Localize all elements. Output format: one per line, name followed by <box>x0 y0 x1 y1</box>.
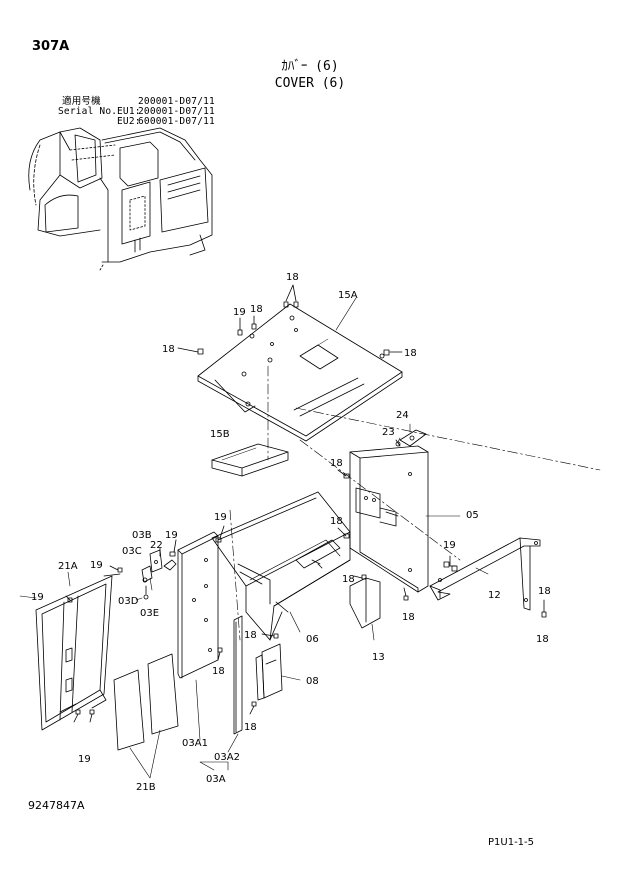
callout-05: 05 <box>466 510 479 521</box>
callout-19: 19 <box>31 592 44 603</box>
callout-03A2: 03A2 <box>214 752 240 763</box>
callout-19: 19 <box>443 540 456 551</box>
serial-label-japanese: 適用号機 <box>62 96 101 107</box>
callout-24: 24 <box>396 410 409 421</box>
part-08-bracket <box>255 643 283 701</box>
part-12-rail <box>429 537 541 611</box>
part-13-panel <box>349 577 381 629</box>
part-15A-top-cover-plate <box>197 303 403 442</box>
callout-19: 19 <box>90 560 103 571</box>
callout-15B: 15B <box>210 429 230 440</box>
callout-03B: 03B <box>132 530 152 541</box>
serial-range-eu2: 600001-D07/11 <box>138 116 215 127</box>
serial-range: 200001-D07/11 <box>138 96 215 107</box>
fasteners <box>65 469 547 723</box>
part-21A-door-frame <box>35 573 121 731</box>
callout-labels: 18 15A 19 18 18 18 15B 24 23 18 05 18 19… <box>31 272 551 793</box>
callout-18: 18 <box>244 630 257 641</box>
callout-15A: 15A <box>338 290 358 301</box>
callout-12: 12 <box>488 590 501 601</box>
serial-prefix-eu1: EU1: <box>117 106 141 117</box>
leader-lines <box>19 297 489 779</box>
callout-18: 18 <box>342 574 355 585</box>
page-number: 307A <box>32 39 70 54</box>
title-english: COVER (6) <box>274 76 346 91</box>
part-03A2-strip <box>233 615 243 735</box>
serial-prefix-eu2: EU2: <box>117 116 141 127</box>
callout-03D: 03D <box>118 596 139 607</box>
part-15B-panel <box>211 443 289 477</box>
bolts-15A <box>177 284 403 356</box>
callout-18: 18 <box>402 612 415 623</box>
callout-03C: 03C <box>122 546 142 557</box>
callout-18: 18 <box>330 516 343 527</box>
callout-03A1: 03A1 <box>182 738 208 749</box>
drawing-number: 9247847A <box>28 799 85 812</box>
title-japanese: ｶﾊﾞｰ (6) <box>281 59 339 74</box>
callout-18: 18 <box>286 272 299 283</box>
callout-13: 13 <box>372 652 385 663</box>
callout-19: 19 <box>233 307 246 318</box>
serial-range-eu1: 200001-D07/11 <box>138 106 215 117</box>
part-21B-pads <box>113 653 179 751</box>
callout-18: 18 <box>404 348 417 359</box>
part-05-side-panel <box>349 445 429 593</box>
part-03A1-vertical-panel <box>177 531 219 679</box>
callout-21B: 21B <box>136 782 156 793</box>
callout-18: 18 <box>250 304 263 315</box>
part-24-bracket <box>395 429 427 447</box>
callout-19: 19 <box>165 530 178 541</box>
callout-19: 19 <box>214 512 227 523</box>
callout-08: 08 <box>306 676 319 687</box>
callout-18: 18 <box>244 722 257 733</box>
part-03B-03C-brackets <box>141 549 177 600</box>
callout-03E: 03E <box>140 608 159 619</box>
serial-label-english: Serial No. <box>58 106 118 117</box>
callout-18: 18 <box>536 634 549 645</box>
callout-19: 19 <box>78 754 91 765</box>
callout-22: 22 <box>150 540 163 551</box>
page-reference: P1U1-1-5 <box>488 837 535 848</box>
part-06-main-box <box>211 491 351 641</box>
callout-18: 18 <box>330 458 343 469</box>
callout-03A: 03A <box>206 774 226 785</box>
callout-06: 06 <box>306 634 319 645</box>
callout-23: 23 <box>382 427 395 438</box>
callout-18: 18 <box>212 666 225 677</box>
callout-21A: 21A <box>58 561 78 572</box>
machine-thumbnail <box>28 127 213 271</box>
callout-18: 18 <box>162 344 175 355</box>
callout-18: 18 <box>538 586 551 597</box>
